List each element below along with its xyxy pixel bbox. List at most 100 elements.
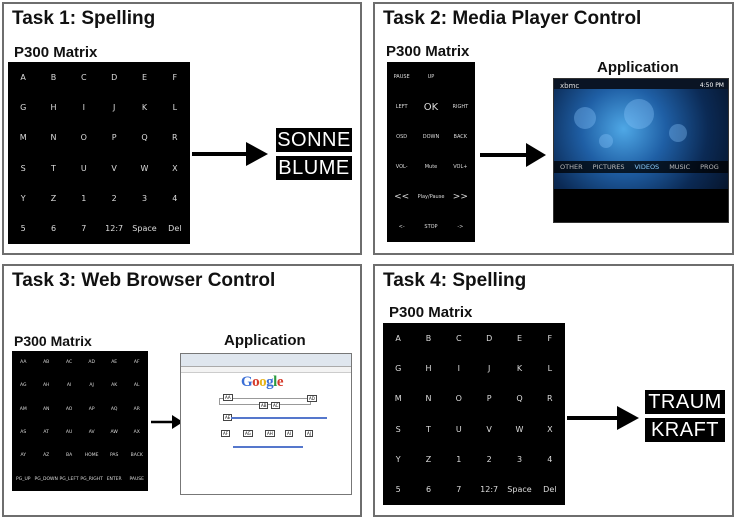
task3-arrow-icon <box>151 415 183 429</box>
google-logo-letter: o <box>259 374 267 390</box>
matrix-cell: N <box>50 133 57 143</box>
matrix-cell: ENTER <box>106 476 122 482</box>
matrix-cell: N <box>425 394 432 404</box>
matrix-cell: 3 <box>516 454 523 464</box>
matrix-cell: Q <box>141 133 148 143</box>
xbmc-menu-pictures: PICTURES <box>592 163 625 171</box>
matrix-cell: RIGHT <box>452 104 469 110</box>
matrix-cell: AT <box>43 430 49 436</box>
link-tag: AA <box>223 394 233 401</box>
matrix-cell: AQ <box>110 406 118 412</box>
matrix-cell: 1 <box>456 454 462 464</box>
matrix-cell: X <box>172 163 178 173</box>
matrix-cell: O <box>80 133 87 143</box>
browser-link-line <box>233 446 303 448</box>
bokeh-decoration <box>624 99 654 129</box>
matrix-cell: U <box>455 424 462 434</box>
matrix-cell: S <box>395 424 401 434</box>
matrix-cell: AG <box>20 383 27 389</box>
matrix-cell: AA <box>20 360 27 366</box>
xbmc-menu-music: MUSIC <box>669 163 691 171</box>
task4-word-2: KRAFT <box>645 418 725 442</box>
matrix-cell: S <box>20 163 26 173</box>
link-tag: AI <box>285 430 293 437</box>
google-logo-letter: G <box>241 374 253 390</box>
task1-matrix-title: P300 Matrix <box>14 44 98 61</box>
web-browser-screenshot: Google AA AB AC AD AE AF AG AH AI AJ <box>180 353 352 495</box>
matrix-cell: I <box>82 102 85 112</box>
matrix-cell: Del <box>543 485 557 495</box>
matrix-cell <box>446 62 475 92</box>
matrix-cell: F <box>547 333 553 343</box>
matrix-cell: E <box>141 72 148 82</box>
matrix-cell: AX <box>133 430 140 436</box>
matrix-cell: OSD <box>396 134 408 140</box>
matrix-cell: >> <box>452 192 468 202</box>
matrix-cell: E <box>516 333 523 343</box>
google-logo: Google <box>241 374 284 391</box>
matrix-cell: AK <box>111 383 118 389</box>
task3-title: Task 3: Web Browser Control <box>12 270 276 291</box>
link-tag: AB <box>259 402 269 409</box>
task2-matrix-title: P300 Matrix <box>386 43 470 60</box>
matrix-cell: D <box>111 72 118 82</box>
matrix-cell: Z <box>50 193 57 203</box>
link-tag: AJ <box>305 430 313 437</box>
matrix-cell: Z <box>425 454 432 464</box>
matrix-cell: 5 <box>20 224 26 234</box>
matrix-cell: AN <box>42 406 50 412</box>
task1-arrow-icon <box>192 142 268 166</box>
matrix-cell: AR <box>133 406 140 412</box>
matrix-cell: AW <box>110 430 118 436</box>
matrix-cell: AD <box>88 360 95 366</box>
matrix-cell: 5 <box>395 485 401 495</box>
matrix-cell: PAUSE <box>129 476 144 482</box>
matrix-cell: BA <box>66 453 73 459</box>
matrix-cell: AV <box>88 430 95 436</box>
matrix-cell: 12:7 <box>480 485 499 495</box>
bokeh-decoration <box>669 124 687 142</box>
bokeh-decoration <box>599 134 613 148</box>
task2-arrow-icon <box>480 143 546 167</box>
matrix-cell: W <box>515 424 524 434</box>
matrix-cell: << <box>394 192 410 202</box>
link-tag: AH <box>265 430 275 437</box>
xbmc-footer <box>554 189 728 222</box>
matrix-cell: V <box>111 163 117 173</box>
matrix-cell: 7 <box>456 485 462 495</box>
xbmc-logo: xbmc <box>560 82 580 90</box>
matrix-cell: C <box>81 72 87 82</box>
matrix-cell: VOL+ <box>453 164 468 170</box>
link-tag: AG <box>243 430 253 437</box>
matrix-cell: C <box>456 333 462 343</box>
google-logo-letter: o <box>252 374 260 390</box>
matrix-cell: O <box>455 394 462 404</box>
matrix-cell: D <box>486 333 493 343</box>
matrix-cell: 2 <box>111 193 117 203</box>
matrix-cell: H <box>50 102 57 112</box>
matrix-cell: <- <box>398 224 405 230</box>
matrix-cell: J <box>487 363 491 373</box>
task1-word-2: BLUME <box>276 156 352 180</box>
matrix-cell: K <box>141 102 148 112</box>
task1-word-1: SONNE <box>276 128 352 152</box>
link-tag: AD <box>307 395 317 402</box>
matrix-cell: 12:7 <box>105 224 124 234</box>
browser-toolbar <box>181 367 351 373</box>
matrix-cell: L <box>172 102 178 112</box>
google-logo-letter: e <box>276 374 284 390</box>
matrix-cell: X <box>547 424 553 434</box>
matrix-cell: G <box>395 363 402 373</box>
matrix-cell: Mute <box>424 164 438 170</box>
matrix-cell: HOME <box>84 453 99 459</box>
xbmc-menu-programs: PROG <box>700 163 719 171</box>
matrix-cell: STOP <box>424 224 438 230</box>
matrix-cell: AH <box>42 383 50 389</box>
matrix-cell: PG_RIGHT <box>80 476 103 482</box>
matrix-cell: Y <box>395 454 401 464</box>
